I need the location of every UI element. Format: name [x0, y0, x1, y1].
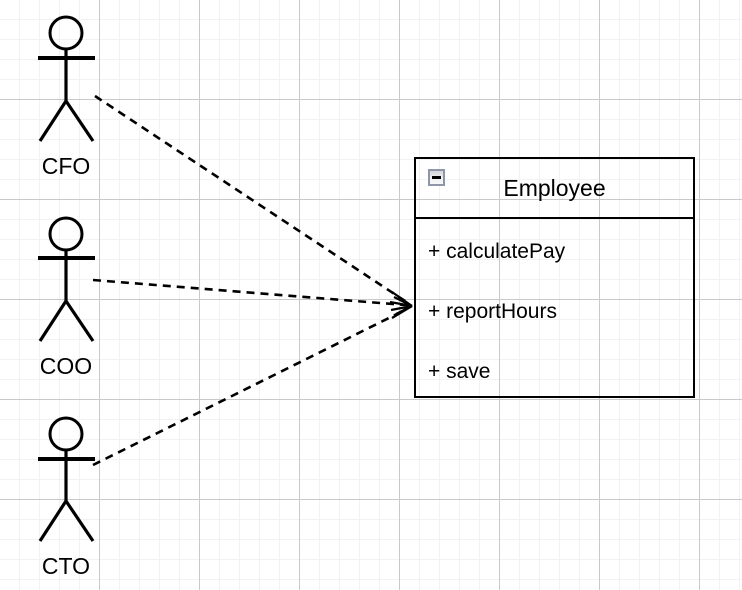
uml-class-header[interactable]: Employee — [416, 159, 693, 219]
minus-icon[interactable] — [428, 169, 445, 186]
uml-member-calculatepay[interactable]: + calculatePay — [428, 240, 566, 263]
minus-glyph — [432, 176, 441, 179]
actor-cfo-figure[interactable] — [38, 15, 95, 142]
actor-cto-figure[interactable] — [38, 416, 95, 542]
connector-cto-employee[interactable] — [92, 308, 406, 467]
actor-label-cfo: CFO — [41, 153, 91, 179]
actor-label-cto: CTO — [41, 553, 91, 579]
connector-coo-employee[interactable] — [92, 278, 406, 307]
uml-member-save[interactable]: + save — [428, 360, 491, 383]
arrowhead-extra — [390, 296, 413, 315]
uml-class-members: + calculatePay + reportHours + save — [416, 219, 693, 456]
actor-coo-figure[interactable] — [38, 216, 95, 342]
connector-cfo-employee[interactable] — [94, 94, 406, 303]
actor-label-coo: COO — [39, 353, 93, 379]
uml-member-reporthours[interactable]: + reportHours — [428, 300, 557, 323]
uml-class-employee[interactable]: Employee + calculatePay + reportHours + … — [414, 157, 695, 398]
uml-class-title: Employee — [503, 175, 606, 201]
